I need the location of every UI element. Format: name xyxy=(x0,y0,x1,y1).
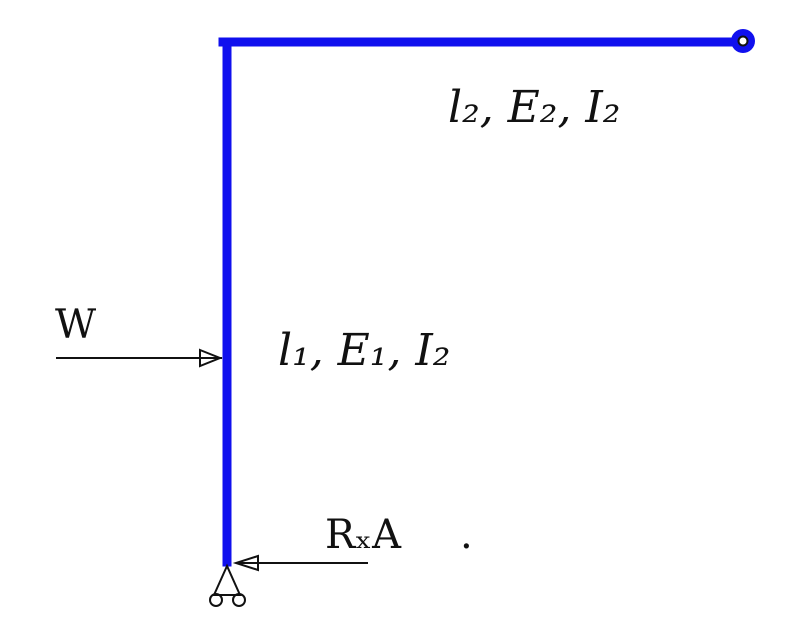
reaction-label: RₓA xyxy=(325,512,402,558)
arrow-right-icon xyxy=(56,348,223,368)
member-2-properties-label: l₂, E₂, I₂ xyxy=(448,82,620,133)
member-1-properties-label: l₁, E₁, I₂ xyxy=(278,325,450,376)
pin-icon xyxy=(731,29,755,53)
arrow-left-icon xyxy=(232,554,368,572)
stray-dot: . xyxy=(460,512,473,558)
load-label: W xyxy=(55,302,96,348)
frame-members xyxy=(218,37,747,567)
roller-support-icon xyxy=(209,563,246,607)
